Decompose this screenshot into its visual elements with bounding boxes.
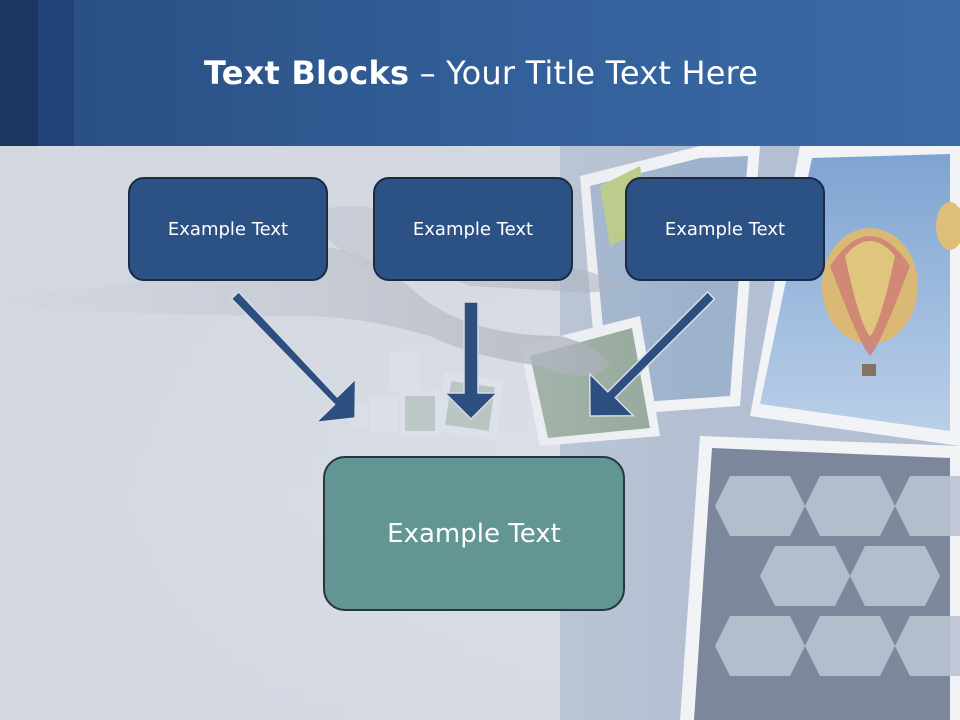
top-box-2[interactable]: Example Text (373, 177, 573, 281)
slide-title: Text Blocks – Your Title Text Here (204, 54, 758, 92)
title-separator: – (409, 54, 447, 92)
target-box-label: Example Text (387, 518, 561, 549)
top-box-1[interactable]: Example Text (128, 177, 328, 281)
title-bar: Text Blocks – Your Title Text Here (0, 0, 960, 146)
header-accent (38, 0, 74, 146)
top-box-3-label: Example Text (664, 218, 786, 240)
top-box-3[interactable]: Example Text (625, 177, 825, 281)
title-rest: Your Title Text Here (446, 54, 759, 92)
top-box-1-label: Example Text (167, 218, 289, 240)
top-box-2-label: Example Text (412, 218, 534, 240)
title-bold-part: Text Blocks (204, 54, 410, 92)
header-accent-dark (0, 0, 38, 146)
target-box[interactable]: Example Text (323, 456, 625, 611)
